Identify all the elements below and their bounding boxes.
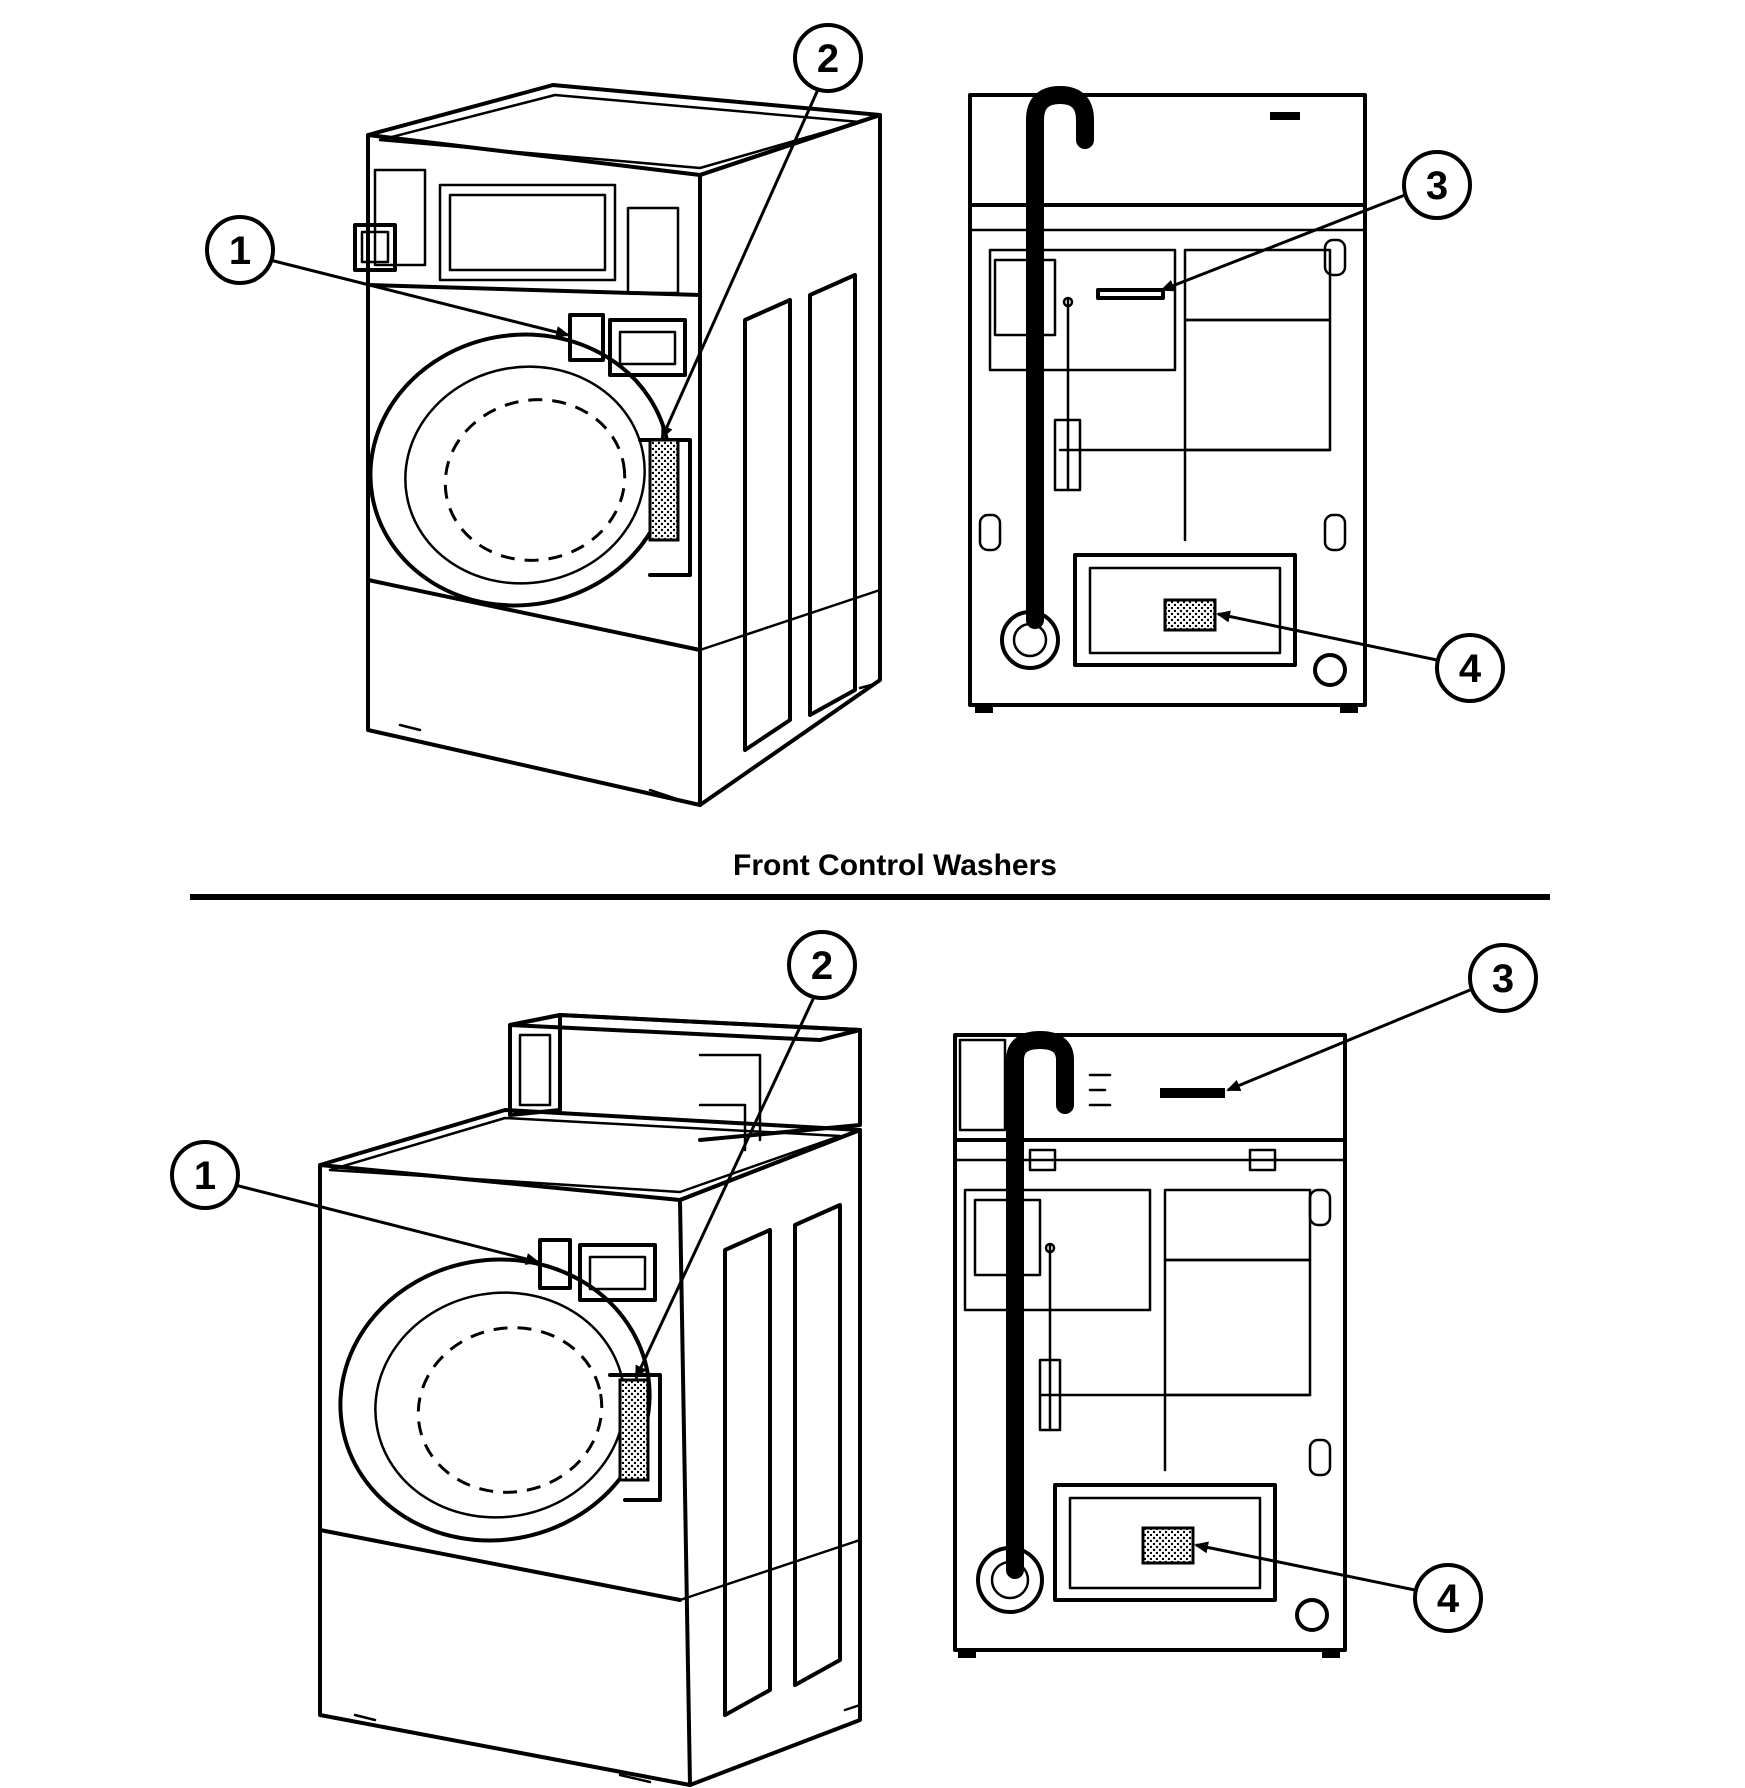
bottom-front-washer-drawing <box>318 1013 862 1787</box>
callout-1-bottom: 1 <box>170 1140 540 1265</box>
callout-2-top: 2 <box>660 23 863 440</box>
callout-4-top-number: 4 <box>1459 647 1482 691</box>
callout-3-top: 3 <box>1160 150 1472 292</box>
callout-2-bottom: 2 <box>634 930 857 1380</box>
callout-4-bottom: 4 <box>1194 1541 1483 1633</box>
callout-1-top: 1 <box>205 215 570 338</box>
section-caption: Front Control Washers <box>733 849 1057 882</box>
callout-1-bottom-number: 1 <box>194 1154 216 1198</box>
callout-3-bottom-number: 3 <box>1492 957 1514 1001</box>
callout-3-top-number: 3 <box>1426 164 1448 208</box>
callout-1-top-number: 1 <box>229 229 251 273</box>
top-front-washer-drawing <box>353 83 882 807</box>
callout-4-bottom-number: 4 <box>1437 1577 1460 1621</box>
callout-3-bottom: 3 <box>1226 943 1538 1092</box>
callout-4-top: 4 <box>1216 610 1505 703</box>
callout-2-bottom-number: 2 <box>811 944 833 988</box>
callout-2-top-number: 2 <box>817 37 839 81</box>
bottom-rear-washer-drawing <box>953 1030 1347 1658</box>
top-rear-washer-drawing <box>968 85 1367 713</box>
